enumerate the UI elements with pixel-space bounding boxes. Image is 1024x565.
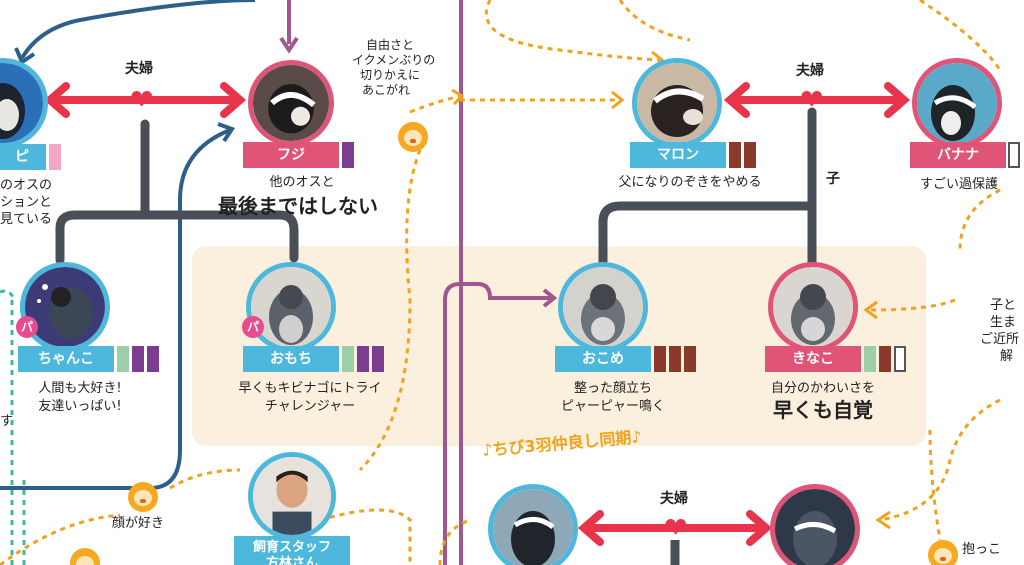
right-partial-1: 子と <box>990 298 1017 313</box>
caption-fuji-1: 他のオスと <box>269 175 335 190</box>
right-partial-4: 解 <box>1000 349 1014 364</box>
color-bars-okome <box>654 346 696 372</box>
heart-icon: ❤ <box>800 83 824 116</box>
right-partial-2: 生ま <box>990 315 1017 330</box>
purple-arrow-to-okome <box>443 282 552 565</box>
note-fuji-4: あこがれ <box>362 83 411 97</box>
child-label: 子 <box>826 171 840 187</box>
heart-icon: ❤ <box>664 511 688 544</box>
couple-label-left: 夫婦 <box>125 61 153 77</box>
staff-portrait[interactable] <box>248 452 336 540</box>
left-edge-text: す <box>0 414 14 429</box>
blue-arrow-topleft <box>20 0 256 60</box>
face-like-note: 顔が好き <box>112 516 165 531</box>
penguin-portrait-bottom-right[interactable] <box>770 484 860 565</box>
pa-badge-chanko: パ <box>16 316 38 338</box>
chick-icon <box>70 548 100 565</box>
caption-omochi-1: 早くもキビナゴにトライ <box>238 381 382 396</box>
color-bars-topleft <box>49 144 61 170</box>
caption-okome-2: ピャーピャー鳴く <box>560 399 665 414</box>
penguin-portrait-banana[interactable] <box>912 58 1002 148</box>
note-fuji-1: 自由さと <box>366 38 415 52</box>
blue-arrow-to-fuji <box>0 128 231 490</box>
name-plate-maron: マロン <box>630 142 726 168</box>
color-bars-kinako <box>864 346 906 372</box>
couple-arrow-right <box>723 82 911 118</box>
penguin-portrait-topleft[interactable] <box>0 58 48 148</box>
caption-banana-1: すごい過保護 <box>920 177 999 192</box>
penguin-portrait-okome[interactable] <box>558 262 648 352</box>
penguin-portrait-kinako[interactable] <box>768 262 858 352</box>
caption-kinako-2: 早くも自覚 <box>773 398 873 422</box>
couple-arrow-bottom <box>577 510 773 546</box>
name-plate-fuji: フジ <box>243 142 339 168</box>
name-plate-chanko: ちゃんこ <box>18 346 114 372</box>
heart-icon: ❤ <box>130 83 154 116</box>
staff-label: 飼育スタッフ方林さん <box>234 536 350 565</box>
hug-note: 抱っこ <box>962 542 1002 557</box>
left-partial-3: 見ている <box>0 212 53 227</box>
couple-label-bottom: 夫婦 <box>660 491 688 507</box>
left-partial-2: ションと <box>0 195 53 210</box>
penguin-portrait-omochi[interactable] <box>246 262 336 352</box>
orange-dotted-arrows <box>0 0 1002 565</box>
caption-chanko-1: 人間も大好き! <box>38 381 122 396</box>
caption-chanko-2: 友達いっぱい! <box>38 399 122 414</box>
name-plate-kinako: きなこ <box>765 346 861 372</box>
caption-okome-1: 整った顔立ち <box>573 381 652 396</box>
penguin-portrait-chanko[interactable] <box>20 262 110 352</box>
name-plate-okome: おこめ <box>555 346 651 372</box>
chick-icon <box>128 482 158 512</box>
note-fuji-3: 切りかえに <box>360 68 421 82</box>
name-plate-omochi: おもち <box>243 346 339 372</box>
right-family-line <box>598 107 817 273</box>
right-partial-3: ご近所 <box>980 332 1020 347</box>
music-note-icon: ♪ <box>630 427 643 447</box>
penguin-portrait-bottom-left[interactable] <box>488 484 578 565</box>
color-bars-fuji <box>342 142 354 168</box>
note-fuji-2: イクメンぶりの <box>352 53 436 67</box>
penguin-portrait-fuji[interactable] <box>248 60 334 146</box>
caption-maron-1: 父になりのぞきをやめる <box>618 175 762 190</box>
name-plate-banana: バナナ <box>910 142 1006 168</box>
color-bars-omochi <box>342 346 384 372</box>
couple-arrow-left <box>43 82 247 118</box>
color-bars-chanko <box>117 346 159 372</box>
chick-icon <box>398 122 428 152</box>
caption-kinako-1: 自分のかわいさを <box>770 381 875 396</box>
color-bars-banana <box>1008 142 1020 168</box>
caption-fuji-2: 最後まではしない <box>218 194 378 218</box>
couple-label-right: 夫婦 <box>796 63 824 79</box>
chick-icon <box>928 540 958 565</box>
caption-omochi-2: チャレンジャー <box>264 399 356 414</box>
left-partial-1: のオスの <box>0 178 53 193</box>
left-family-line <box>55 119 299 265</box>
penguin-portrait-maron[interactable] <box>632 58 722 148</box>
color-bars-maron <box>729 142 756 168</box>
name-plate-topleft: ピ <box>0 144 46 170</box>
pa-badge-omochi: パ <box>242 316 264 338</box>
